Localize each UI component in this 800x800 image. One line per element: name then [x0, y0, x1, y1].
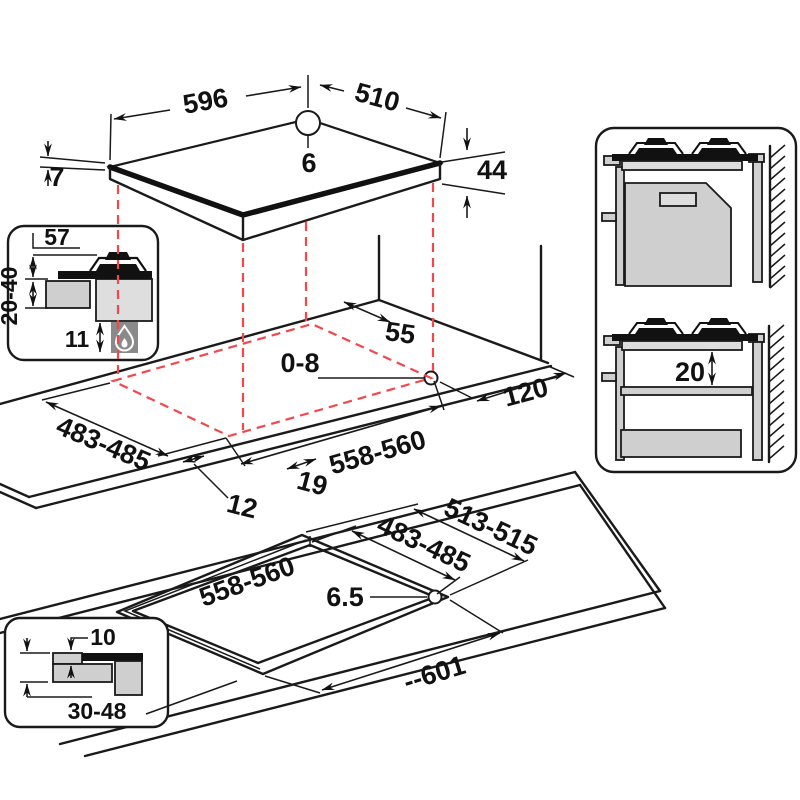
left-support-top: [615, 166, 625, 286]
dim-flush-inner-width: 558-560: [195, 551, 298, 613]
counter-wall-edge: [377, 298, 550, 365]
flame-drop: [121, 338, 128, 348]
wall-hatching-bottom: [768, 324, 785, 460]
burner-cap: [105, 252, 131, 260]
hob-body-side-bottom: [621, 340, 743, 351]
dim-bottom-clearance: 11: [65, 326, 90, 352]
flush-section-inset: 10 30-48: [3, 616, 238, 729]
dim-line-flush-outer-width: [321, 632, 501, 691]
left-support-bottom: [615, 346, 625, 461]
burner-icon: [691, 318, 747, 335]
flush-inset-leader: [145, 680, 238, 715]
counter-left-thickness: [0, 490, 38, 510]
dim-hob-hole: 6: [301, 148, 316, 178]
burner-icon: [628, 318, 684, 335]
dim-hob-edge: 7: [49, 162, 64, 192]
hob-surface-side-top: [612, 154, 758, 161]
hob-surface-side-bottom: [612, 334, 758, 341]
dim-line-flush-inner-depth: [351, 530, 456, 581]
dim-line-side-distance: [476, 372, 567, 402]
separator-shelf: [620, 386, 753, 396]
ext-flush-outer-depth: [305, 503, 529, 596]
hob-hole-marker: [295, 110, 321, 136]
gas-section-inset: 57 20-40 11: [0, 224, 160, 362]
dim-line-hob-depth-a: [319, 84, 345, 92]
dim-top-clearance: 57: [44, 224, 70, 250]
projection-lines: [109, 183, 435, 438]
thickness-bracket: [20, 681, 92, 698]
side-views-frame: [594, 126, 798, 474]
counter-left-edge: [0, 482, 31, 499]
dim-step-depth: 10: [90, 624, 116, 650]
dim-counter-thickness: 20-40: [0, 267, 22, 326]
ext-hob-width: [109, 75, 309, 161]
ext-hob-depth: [439, 111, 447, 159]
section-reference-lines: [25, 254, 97, 309]
ext-hob-edge: [39, 156, 106, 171]
dim-cut-depth: 483-485: [52, 411, 155, 477]
hob-body-section: [95, 278, 153, 322]
dim-hole-offset: 0-8: [280, 348, 319, 378]
gas-inlet-tab-bottom: [601, 372, 617, 382]
dim-hob-height: 44: [477, 155, 507, 185]
wall-hatching-top: [769, 144, 786, 289]
cabinet-front-section: [45, 280, 91, 309]
ext-side-distance-b: [547, 365, 575, 378]
ext-flush-inner-depth: [311, 525, 461, 595]
dim-shelf-gap: 20: [675, 357, 705, 387]
ext-cut-depth-a: [41, 382, 111, 401]
ext-side-distance-a: [439, 381, 473, 399]
cutout-outline: [109, 322, 435, 438]
dim-cut-width: 558-560: [326, 424, 430, 480]
counter-back-edge: [0, 298, 381, 406]
side-views-panel: 20: [594, 126, 798, 474]
dim-line-hob-width-a: [113, 109, 171, 121]
counter2-right-edges: [573, 470, 667, 610]
ext-cut-width-a: [225, 437, 246, 467]
hob-isometric-view: 6 596 510 7 44: [39, 75, 507, 242]
counter-step-upper: [52, 652, 83, 665]
hob-body: [108, 163, 442, 242]
oven-body: [624, 182, 732, 287]
right-support-top: [752, 161, 763, 283]
right-support-bottom: [752, 341, 763, 461]
dim-flush-outer-width: --601: [400, 650, 469, 697]
dim-hob-depth: 510: [352, 77, 403, 118]
hob-surface-section: [58, 271, 152, 279]
gas-inlet-tab-top: [601, 212, 617, 222]
side-view-oven: [601, 138, 786, 289]
ext-cut-width-b: [433, 380, 445, 411]
drawer: [620, 429, 742, 458]
front-b-leader: [193, 463, 229, 499]
dim-line-wall-distance: [343, 301, 391, 323]
burner-icon: [628, 138, 684, 155]
dim-hob-width: 596: [181, 82, 231, 119]
recess-lip-line: [123, 539, 307, 670]
dim-line-cut-width: [240, 405, 442, 465]
dim-front-a: 19: [294, 465, 331, 502]
dim-line-front-b: [182, 454, 205, 464]
side-view-shelf: 20: [601, 318, 785, 464]
dim-wall-distance: 55: [383, 316, 417, 350]
ext-flush-outer-width: [264, 599, 504, 694]
dim-line-cut-depth: [45, 401, 169, 457]
top-clearance-bracket: [32, 233, 80, 249]
hob-front-edges: [107, 160, 443, 218]
dim-line-flush-outer-depth: [413, 508, 525, 562]
dim-front-b: 12: [224, 488, 260, 524]
counter-step-lower: [52, 663, 113, 683]
ext-hob-height: [441, 151, 506, 195]
dim-flush-corner-radius: 6.5: [326, 582, 364, 612]
hob-body-flush-section: [114, 660, 143, 696]
hob-body-side-top: [621, 160, 743, 171]
dim-line-front-a: [286, 458, 317, 470]
oven-vent: [659, 192, 697, 207]
burner-icon: [691, 138, 747, 155]
dim-flush-counter-thickness: 30-48: [68, 698, 127, 724]
dim-line-hob-depth-b: [405, 107, 442, 119]
dim-line-hob-width-b: [245, 85, 302, 97]
hob-glass-section: [82, 653, 143, 661]
ext-cut-depth-b: [157, 437, 227, 457]
